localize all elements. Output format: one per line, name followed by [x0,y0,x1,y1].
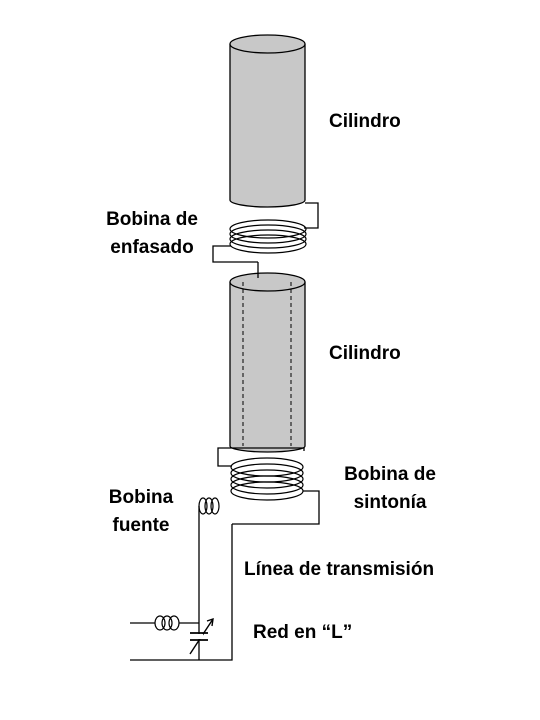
phasing-coil-lead-bottom [212,245,258,263]
label-source-coil-line1: Bobina [108,487,174,508]
label-l-network: Red en “L” [253,622,353,643]
label-source-coil: Bobina fuente [96,484,186,540]
top-cylinder [229,34,306,208]
label-cylinder-bottom: Cilindro [329,343,401,364]
top-cylinder-cap [229,34,306,54]
top-cylinder-body [230,44,305,200]
label-tuning-coil-line1: Bobina de [344,464,436,485]
label-tuning-coil-line2: sintonía [353,492,427,513]
source-coil [198,497,220,515]
label-phasing-coil: Bobina de enfasado [90,206,214,262]
transmission-line-right [130,524,233,661]
tuning-coil [230,457,304,501]
label-source-coil-line2: fuente [112,515,170,536]
label-tuning-coil: Bobina de sintonía [328,461,452,517]
label-cylinder-top: Cilindro [329,111,401,132]
phasing-coil-lead-top [304,202,319,229]
label-transmission-line: Línea de transmisión [244,559,435,580]
bottom-cylinder-cap [229,272,306,292]
label-phasing-coil-line1: Bobina de [106,209,198,230]
bottom-cylinder-body [230,282,305,446]
tuning-coil-lead-bottom [232,490,320,525]
tuning-coil-lead-top [217,447,305,467]
l-network-inductor [130,615,199,631]
label-phasing-coil-line2: enfasado [110,237,194,258]
bottom-cylinder [229,262,306,453]
phasing-coil [229,219,307,254]
